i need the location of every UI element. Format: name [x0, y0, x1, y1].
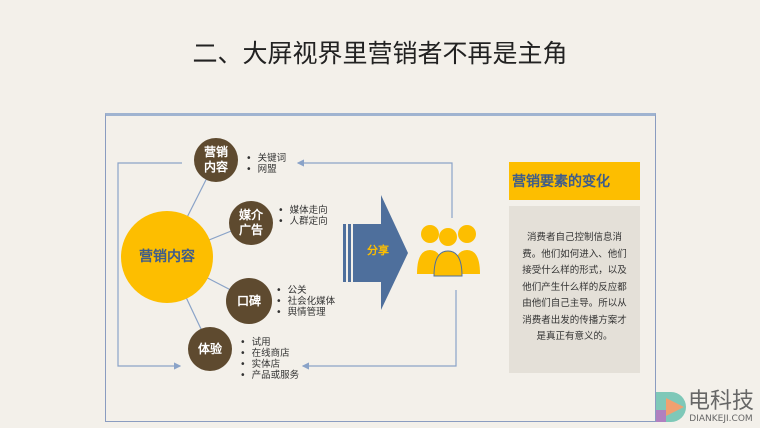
node-experience-bullets: 试用在线商店实体店产品或服务 — [240, 337, 300, 381]
watermark-url: DIANKEJI.COM — [689, 414, 753, 424]
node-media-bullets: 媒体走向人群定向 — [278, 205, 328, 227]
node-experience: 体验 — [188, 327, 232, 371]
share-label: 分享 — [367, 244, 389, 257]
people-icon — [417, 225, 480, 277]
center-node: 营销内容 — [121, 211, 213, 303]
share-arrow — [343, 195, 408, 310]
node-media: 媒介广告 — [229, 201, 273, 245]
watermark: 电科技 DIANKEJI.COM — [654, 390, 754, 424]
watermark-logo-icon — [655, 392, 686, 422]
node-wom-bullets: 公关社会化媒体舆情管理 — [276, 285, 336, 318]
content-frame — [105, 113, 656, 422]
node-content-bullets: 关键词网盟 — [246, 153, 287, 175]
panel-body: 消费者自己控制信息消费。他们如何进入、他们接受什么样的形式，以及他们产生什么样的… — [509, 206, 640, 373]
panel-heading: 营销要素的变化 — [509, 162, 640, 200]
node-content: 营销内容 — [194, 138, 238, 182]
node-wom: 口碑 — [226, 278, 272, 324]
slide-title: 二、大屏视界里营销者不再是主角 — [192, 39, 568, 68]
watermark-name: 电科技 — [687, 389, 754, 414]
